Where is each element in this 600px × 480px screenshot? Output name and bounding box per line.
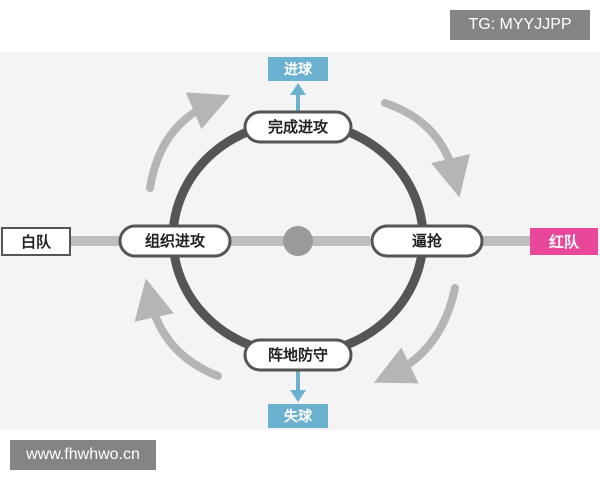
- flow-arrow-bottom-left: [134, 278, 222, 380]
- node-organize-attack-label: 组织进攻: [145, 232, 206, 250]
- flow-arrow-top-right: [381, 99, 470, 198]
- red-team-label: 红队: [549, 233, 580, 251]
- goal-scored-box: [268, 57, 328, 81]
- flow-arrow-top-left: [146, 92, 231, 192]
- center-dot: [283, 226, 313, 256]
- watermark-bottom: www.fhwhwo.cn: [10, 440, 156, 470]
- node-positional-defense-label: 阵地防守: [268, 346, 328, 364]
- watermark-top: TG: MYYJJPP: [450, 10, 590, 40]
- node-press-label: 逼抢: [412, 232, 443, 250]
- flow-arrow-bottom-right: [373, 284, 459, 384]
- node-positional-defense: [243, 338, 353, 372]
- white-team-box: [1, 227, 71, 256]
- white-team-label: 白队: [21, 233, 52, 251]
- goal-conceded-arrowhead: [290, 390, 306, 402]
- node-complete-attack: [243, 110, 353, 144]
- node-complete-attack-label: 完成进攻: [268, 118, 329, 136]
- node-press: [370, 224, 484, 258]
- goal-scored-arrowhead: [290, 83, 306, 95]
- goal-conceded-box: [268, 404, 328, 428]
- goal-scored-label: 进球: [284, 61, 313, 78]
- node-organize-attack: [118, 224, 232, 258]
- goal-conceded-label: 失球: [284, 408, 313, 425]
- red-team-box: [530, 228, 598, 255]
